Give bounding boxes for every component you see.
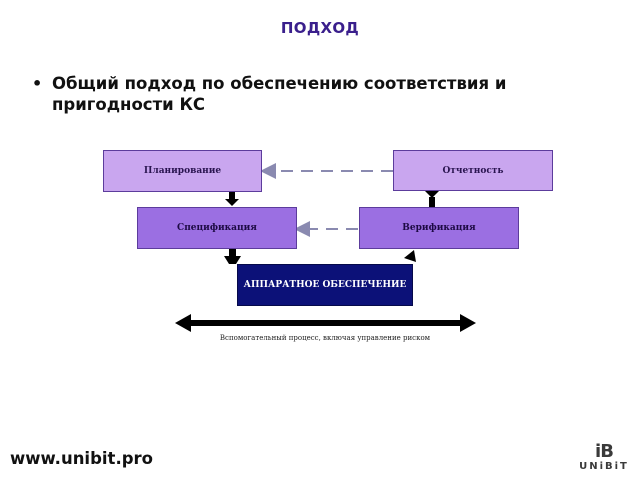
bullet-item: • Общий подход по обеспечению соответств… [32,73,572,115]
planning-box: Планирование [103,150,262,192]
planning-label: Планирование [143,166,222,176]
verification-box: Верификация [359,207,519,249]
specification-label: Спецификация [177,223,257,233]
unibit-logo: iB UNiBiT [578,441,630,473]
logo-text: UNiBiT [579,461,629,472]
bullet-text: Общий подход по обеспечению соответствия… [52,74,507,114]
hardware-label: АППАРАТНОЕ ОБЕСПЕЧЕНИЕ [243,280,407,290]
hardware-box: АППАРАТНОЕ ОБЕСПЕЧЕНИЕ [237,264,413,306]
support-process-caption: Вспомогательный процесс, включая управле… [219,334,431,342]
reporting-box: Отчетность [393,150,553,191]
verification-to-reporting-arrow [425,191,439,207]
verification-label: Верификация [402,223,476,233]
bullet-icon: • [32,74,43,93]
planning-to-specification-arrow [225,191,239,206]
specification-to-hardware-arrow [224,249,241,264]
page-title: ПОДХОД [280,19,360,37]
website-link[interactable]: www.unibit.pro [10,449,153,468]
support-process-arrow [175,314,476,332]
logo-mark-icon: iB [595,441,614,462]
hardware-to-verification-arrow [404,250,416,262]
reporting-label: Отчетность [442,165,504,176]
specification-box: Спецификация [137,207,297,249]
